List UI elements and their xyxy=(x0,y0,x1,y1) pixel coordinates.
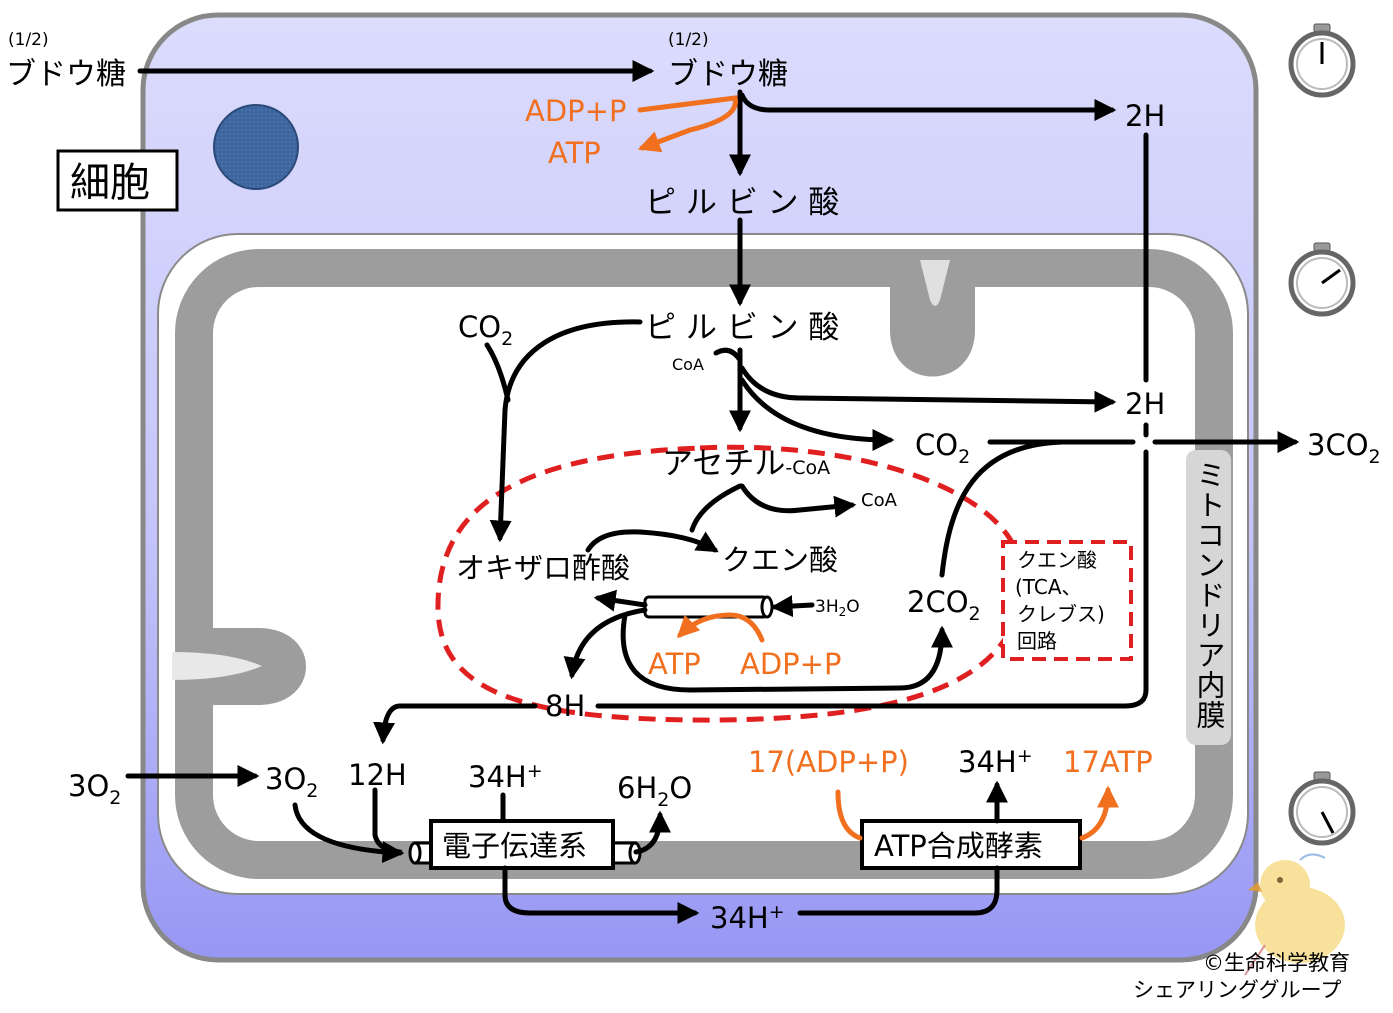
reaction-arrows xyxy=(125,59,1300,925)
two-h-top-label: 2H xyxy=(1125,99,1165,133)
half-label-top: (1/2) xyxy=(668,30,709,50)
water-in-label: 3H2O xyxy=(815,597,860,619)
oxaloacetate-label: オキザロ酢酸 xyxy=(456,551,630,585)
stopwatch-icon-1 xyxy=(1288,23,1356,98)
inner-membrane-label-bg xyxy=(1186,450,1231,745)
co2-pyruvate-label: CO2 xyxy=(458,310,513,350)
h-plus-in-label: 34H+ xyxy=(468,760,543,794)
tca-label-box xyxy=(1001,540,1133,661)
acetyl-coa-label: アセチル-CoA xyxy=(662,446,830,482)
atp-glycolysis-label: ATP xyxy=(548,136,601,170)
tca-cycle-boundary xyxy=(435,444,1024,723)
citrate-label: クエン酸 xyxy=(722,543,838,577)
o2-outside-label: 3O2 xyxy=(68,769,121,809)
etc-box xyxy=(429,819,615,870)
atp-synthase-box xyxy=(860,819,1082,870)
atp-synthase-label: ATP合成酵素 xyxy=(874,829,1043,863)
tca-box-line1: クエン酸 xyxy=(1017,548,1097,572)
coa-release-label: CoA xyxy=(861,490,898,511)
cycle-cylinder xyxy=(643,595,769,619)
copyright-line2: シェアリンググループ xyxy=(1133,978,1341,1002)
crista-top xyxy=(890,282,975,377)
cell-label-box xyxy=(56,149,179,212)
tca-box-line3: クレブス) xyxy=(1017,602,1105,626)
h-plus-out-label: 34H+ xyxy=(958,745,1033,779)
inner-membrane-label: ミトコンドリア内膜 xyxy=(1192,460,1226,730)
tca-box-line4: 回路 xyxy=(1017,629,1057,653)
atp-cycle-label: ATP xyxy=(648,647,701,681)
eight-h-label: 8H xyxy=(545,689,585,723)
tca-box-line2: (TCA、 xyxy=(1015,575,1082,599)
pyruvate-cytoplasm-label: ピ ル ビ ン 酸 xyxy=(645,185,839,221)
adp-p-glycolysis-label: ADP+P xyxy=(525,94,626,128)
adp-p-synthase-label: 17(ADP+P) xyxy=(748,745,909,779)
two-co2-label: 2CO2 xyxy=(907,585,981,625)
coa-small-label: CoA xyxy=(672,355,704,374)
stopwatch-icon-2 xyxy=(1288,242,1356,317)
half-label-left: (1/2) xyxy=(8,30,49,50)
co2-label: CO2 xyxy=(915,428,970,468)
stopwatch-icon-3 xyxy=(1288,771,1356,846)
twelve-h-label: 12H xyxy=(348,758,407,792)
o2-inside-label: 3O2 xyxy=(265,762,318,802)
two-h-mito-label: 2H xyxy=(1125,387,1165,421)
etc-label: 電子伝達系 xyxy=(442,829,587,863)
diagram-labels: (1/2) ブドウ糖 (1/2) ブドウ糖 ADP+P ATP 2H 細胞 ピ … xyxy=(6,30,1381,1002)
atp-flow-arrows xyxy=(637,95,1119,841)
adp-p-cycle-label: ADP+P xyxy=(740,647,841,681)
pyruvate-mito-label: ピ ル ビ ン 酸 xyxy=(645,310,839,346)
nucleus xyxy=(213,104,299,190)
water-out-label: 6H2O xyxy=(617,771,692,811)
glucose-label-left: ブドウ糖 xyxy=(6,57,126,92)
chick-logo-icon xyxy=(1244,853,1345,976)
h-plus-bottom-label: 34H+ xyxy=(710,901,785,935)
atp-synthase-out-label: 17ATP xyxy=(1063,745,1153,779)
cell-label: 細胞 xyxy=(70,160,150,206)
glucose-label-top: ブドウ糖 xyxy=(668,57,788,92)
copyright-line1: ©生命科学教育 xyxy=(1203,951,1350,975)
three-co2-label: 3CO2 xyxy=(1307,428,1381,468)
